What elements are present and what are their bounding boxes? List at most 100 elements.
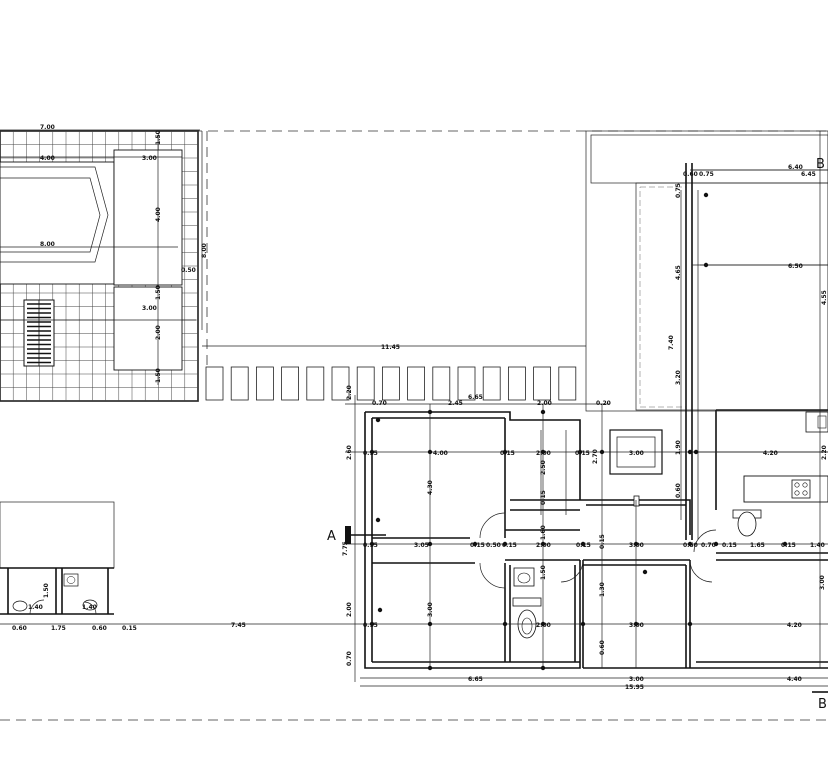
- dim-label: 2.00: [536, 450, 551, 457]
- dim-label: 0.15: [781, 542, 796, 549]
- section-label-a: A: [327, 529, 336, 544]
- dim-label: 8.00: [201, 243, 208, 258]
- section-mark-a: A: [327, 526, 386, 544]
- dim-label: 2.45: [448, 400, 463, 407]
- dim-label: 3.00: [142, 305, 157, 312]
- dim-label: 1.40: [82, 604, 97, 611]
- dim-label: 0.70: [701, 542, 716, 549]
- dim-label: 2.00: [155, 325, 162, 340]
- dim-label: 0.60: [92, 625, 107, 632]
- bathroom-wing: [0, 501, 115, 615]
- dim-label: 6.65: [468, 676, 483, 683]
- dim-label: 0.15: [540, 490, 547, 505]
- dim-label: 0.70: [346, 651, 353, 666]
- dim-label: 2.00: [346, 602, 353, 617]
- dim-label: 0.15: [576, 542, 591, 549]
- dimension-labels: 7.00 4.00 3.00 8.00 0.50 3.00 1.50 4.00 …: [12, 124, 828, 691]
- dim-label: 11.45: [381, 344, 400, 351]
- dim-label: 2.50: [540, 460, 547, 475]
- dim-label: 2.70: [592, 449, 599, 464]
- dim-label: 1.50: [43, 583, 50, 598]
- dim-label: 0.50: [486, 542, 501, 549]
- dim-label: 0.60: [12, 625, 27, 632]
- dim-label: 4.65: [675, 265, 682, 280]
- dim-label: 2.00: [536, 542, 551, 549]
- dim-label: 4.00: [40, 155, 55, 162]
- dim-label: 0.20: [596, 400, 611, 407]
- dim-label: 4.40: [787, 676, 802, 683]
- dim-label: 0.15: [722, 542, 737, 549]
- dim-label: 0.15: [122, 625, 137, 632]
- dim-label: 7.45: [231, 622, 246, 629]
- dim-label: 1.65: [750, 542, 765, 549]
- dim-label: 1.30: [599, 582, 606, 597]
- dim-label: 7.00: [40, 124, 55, 131]
- dim-label: 4.00: [433, 450, 448, 457]
- toilet-right-icon: [732, 509, 762, 537]
- dim-label: 1.60: [540, 525, 547, 540]
- dim-label: 3.00: [819, 575, 826, 590]
- sink-left-icon: [63, 573, 79, 587]
- dim-label: 0.60: [683, 171, 698, 178]
- section-label-b-bottom: B: [818, 697, 827, 712]
- dim-label: 4.00: [155, 207, 162, 222]
- dim-label: 0.15: [575, 450, 590, 457]
- toilet-icon: [512, 597, 542, 639]
- dim-label: 3.00: [629, 542, 644, 549]
- dim-label: 7.40: [668, 335, 675, 350]
- dim-label: 1.50: [155, 368, 162, 383]
- dim-label: 0.60: [675, 483, 682, 498]
- stair-icon: [23, 299, 55, 367]
- sink-icon: [513, 567, 535, 587]
- dim-label: 4.55: [821, 290, 828, 305]
- dim-label: 8.00: [40, 241, 55, 248]
- dim-label: 1.90: [675, 440, 682, 455]
- dim-label: 3.00: [427, 602, 434, 617]
- kitchen-stove-icon: [743, 475, 828, 503]
- dim-label: 1.50: [155, 130, 162, 145]
- dim-label: 0.75: [699, 171, 714, 178]
- dim-label: 2.60: [346, 445, 353, 460]
- dim-label: 1.40: [28, 604, 43, 611]
- toilet-left-icon: [12, 599, 98, 612]
- dim-label: 3.00: [629, 450, 644, 457]
- dim-label: 0.15: [599, 534, 606, 549]
- dim-label: 3.20: [675, 370, 682, 385]
- dim-label: 0.15: [470, 542, 485, 549]
- section-mark-b: B B: [812, 157, 828, 712]
- dim-label: 2.00: [536, 622, 551, 629]
- dim-label: 1.50: [155, 285, 162, 300]
- dim-label: 0.50: [181, 267, 196, 274]
- main-house: [364, 409, 828, 669]
- dim-label: 0.15: [500, 450, 515, 457]
- dim-label: 0.15: [363, 542, 378, 549]
- dim-label: 2.00: [537, 400, 552, 407]
- dim-label: 6.40: [788, 164, 803, 171]
- tiled-terrace-block: [0, 130, 199, 402]
- dim-label: 0.70: [372, 400, 387, 407]
- dim-label: 0.15: [363, 622, 378, 629]
- dim-label: 1.75: [51, 625, 66, 632]
- kitchen-sink-icon: [805, 411, 828, 433]
- parking-bays: [202, 345, 586, 401]
- dim-label: 0.75: [675, 183, 682, 198]
- dim-label: 0.15: [363, 450, 378, 457]
- dim-label: 4.20: [787, 622, 802, 629]
- dim-label: 3.00: [629, 622, 644, 629]
- dim-label: 7.75: [342, 541, 349, 556]
- dimension-lines-left: [0, 129, 203, 385]
- dim-label: 4.20: [763, 450, 778, 457]
- dim-label: 0.15: [502, 542, 517, 549]
- dim-label: 3.00: [629, 676, 644, 683]
- dimension-lines-main: [0, 131, 828, 687]
- dim-label: 4.30: [427, 480, 434, 495]
- dim-label: 0.60: [599, 640, 606, 655]
- dim-label: 0.50: [683, 542, 698, 549]
- dim-label: 3.00: [142, 155, 157, 162]
- dim-label: 6.50: [788, 263, 803, 270]
- dim-label: 1.50: [540, 565, 547, 580]
- dim-label: 6.65: [468, 394, 483, 401]
- dim-label: 6.45: [801, 171, 816, 178]
- dim-label: 15.95: [625, 684, 644, 691]
- dim-label: 1.40: [810, 542, 825, 549]
